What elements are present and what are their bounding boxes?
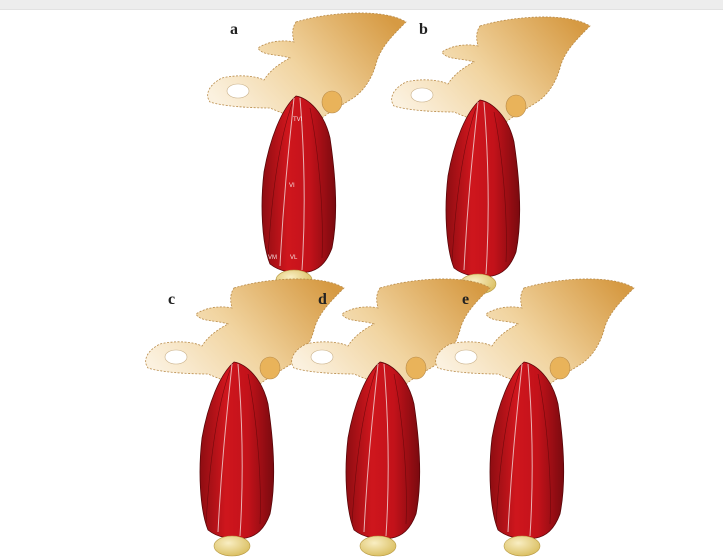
panel-b: b [392, 17, 590, 294]
annotation-vi: VI [289, 183, 295, 189]
panel-label: a [230, 21, 238, 38]
pelvis-thigh-illustration [292, 279, 490, 556]
annotation-vm: VM [268, 255, 277, 261]
panel-label: c [168, 291, 175, 308]
pelvis-thigh-illustration [392, 17, 590, 294]
panel-a: a TVI VI VM VL [208, 13, 406, 290]
annotation-tvi: TVI [293, 117, 303, 123]
panel-c: c [146, 279, 344, 556]
annotation-vl: VL [290, 255, 298, 261]
panel-label: b [419, 21, 428, 38]
pelvis-thigh-illustration [436, 279, 634, 556]
panel-d: d [292, 279, 490, 556]
pelvis-thigh-illustration [146, 279, 344, 556]
panel-label: e [462, 291, 469, 308]
panel-e: e [436, 279, 634, 556]
pelvis-thigh-illustration [208, 13, 406, 290]
panel-label: d [318, 291, 327, 308]
